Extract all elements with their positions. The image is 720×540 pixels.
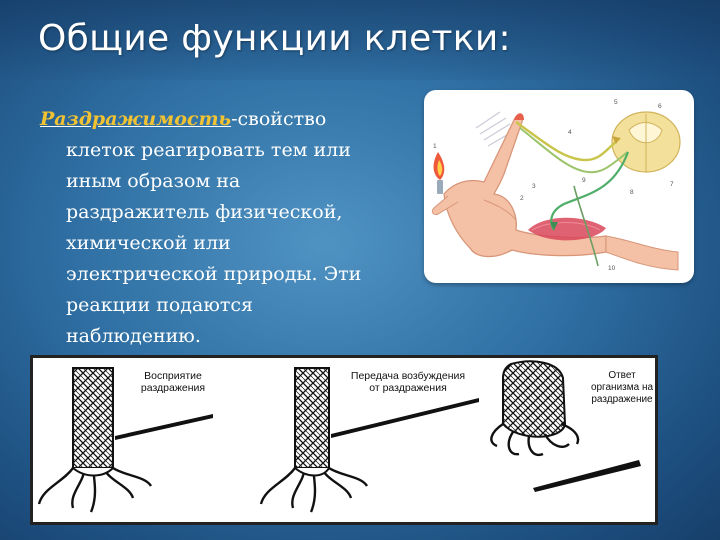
stage-3-label-line1: Ответ <box>608 370 636 381</box>
label-1: 1 <box>433 143 437 150</box>
definition-line-8: наблюдению. <box>66 325 201 347</box>
sensory-nerve <box>515 121 621 162</box>
definition-line-6: электрической природы. Эти <box>66 263 362 285</box>
definition-text: Раздражимость-свойство клеток реагироват… <box>40 104 420 352</box>
label-5: 5 <box>614 99 618 106</box>
stage-1-cell <box>37 367 213 513</box>
definition-line-3: иным образом на <box>66 170 241 192</box>
title-band <box>0 0 720 80</box>
stage-2-label: Передача возбуждения от раздражения <box>333 370 483 394</box>
stage-3-cell <box>490 360 641 492</box>
stage-1-label: Восприятие раздражения <box>123 370 223 394</box>
stage-3-label-line2: организма на <box>590 382 654 393</box>
label-8: 8 <box>630 189 634 196</box>
stage-1-label-line2: раздражения <box>140 382 206 394</box>
definition-line-2: клеток реагировать тем или <box>66 139 351 161</box>
stages-strip: Восприятие раздражения Передача возбужде… <box>30 355 658 525</box>
reflex-arc-image: 1 2 3 4 5 6 7 8 9 10 <box>424 90 694 283</box>
label-7: 7 <box>670 181 674 188</box>
label-6: 6 <box>658 103 662 110</box>
label-2: 2 <box>520 195 524 202</box>
stage-3-label-line3: раздражение <box>591 394 653 405</box>
motor-nerve <box>550 151 630 231</box>
stage-2-cell <box>259 367 479 513</box>
label-10: 10 <box>608 265 616 272</box>
stage-3-label: Ответ организма на раздражение <box>589 370 655 406</box>
stage-1-label-line1: Восприятие <box>144 370 202 382</box>
slide-title: Общие функции клетки: <box>38 18 511 59</box>
definition-line-5: химической или <box>66 232 231 254</box>
definition-line-1: -свойство <box>231 108 327 130</box>
term-irritability: Раздражимость <box>40 108 232 130</box>
stimulus-needle-2 <box>331 398 479 438</box>
definition-line-7: реакции подаются <box>66 294 254 316</box>
stage-2-label-line1: Передача возбуждения <box>350 370 466 382</box>
label-9: 9 <box>582 177 586 184</box>
stage-2-label-line2: от раздражения <box>369 382 447 394</box>
label-3: 3 <box>532 183 536 190</box>
muscle-shape <box>528 217 606 241</box>
reflex-arc-drawing: 1 2 3 4 5 6 7 8 9 10 <box>431 99 681 272</box>
stimulus-needle-1 <box>115 414 213 440</box>
stimulus-needle-3 <box>533 460 641 492</box>
stages-drawing <box>37 360 641 513</box>
label-4: 4 <box>568 129 572 136</box>
definition-line-4: раздражитель физической, <box>66 201 343 223</box>
